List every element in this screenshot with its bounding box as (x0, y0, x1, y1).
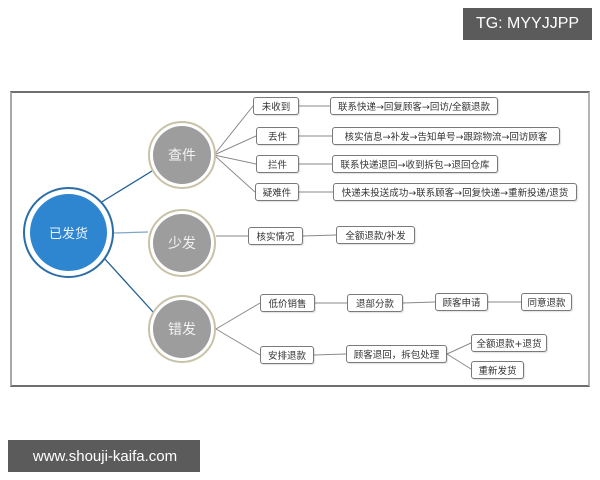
root-node: 已发货 (23, 187, 114, 278)
node-guke-tuihui: 顾客退回，拆包处理 (346, 345, 447, 363)
branch-node-shaofa: 少发 (148, 209, 216, 277)
node-chongxin-fahuo: 重新发货 (471, 361, 524, 379)
watermark-bottom: www.shouji-kaifa.com (8, 440, 200, 472)
branch-node-cuofa: 错发 (148, 295, 216, 363)
node-weishoudao-detail: 联系快递→回复顾客→回访/全额退款 (330, 97, 498, 115)
node-diujian-detail: 核实信息→补发→告知单号→跟踪物流→回访顾客 (332, 127, 560, 145)
node-weishoudao: 未收到 (253, 97, 299, 115)
node-dijiaxiaoshou: 低价销售 (260, 294, 315, 312)
node-guke-shenqing: 顾客申请 (435, 293, 488, 311)
branch-label: 查件 (153, 126, 211, 184)
branch-label: 少发 (153, 214, 211, 272)
node-quane-tuikuan-tuihuo: 全额退款+退货 (471, 334, 547, 352)
node-tongyi-tuikuan: 同意退款 (521, 293, 572, 311)
watermark-top: TG: MYYJJPP (463, 8, 592, 40)
node-heshiqingkuang-detail: 全额退款/补发 (336, 226, 415, 244)
root-node-label: 已发货 (30, 194, 107, 271)
node-yinanjian-detail: 快递未投送成功→联系顾客→回复快递→重新投递/退货 (333, 183, 577, 201)
node-heshiqingkuang: 核实情况 (248, 227, 303, 245)
node-lanjian-detail: 联系快递退回→收到拆包→退回仓库 (332, 155, 498, 173)
branch-node-chajian: 查件 (148, 121, 216, 189)
node-yinanjian: 疑难件 (255, 183, 299, 201)
node-lanjian: 拦件 (256, 155, 299, 173)
node-anpai-tuikuan: 安排退款 (260, 346, 314, 364)
branch-label: 错发 (153, 300, 211, 358)
node-tuibufenkuan: 退部分款 (347, 294, 403, 312)
node-diujian: 丢件 (256, 127, 299, 145)
